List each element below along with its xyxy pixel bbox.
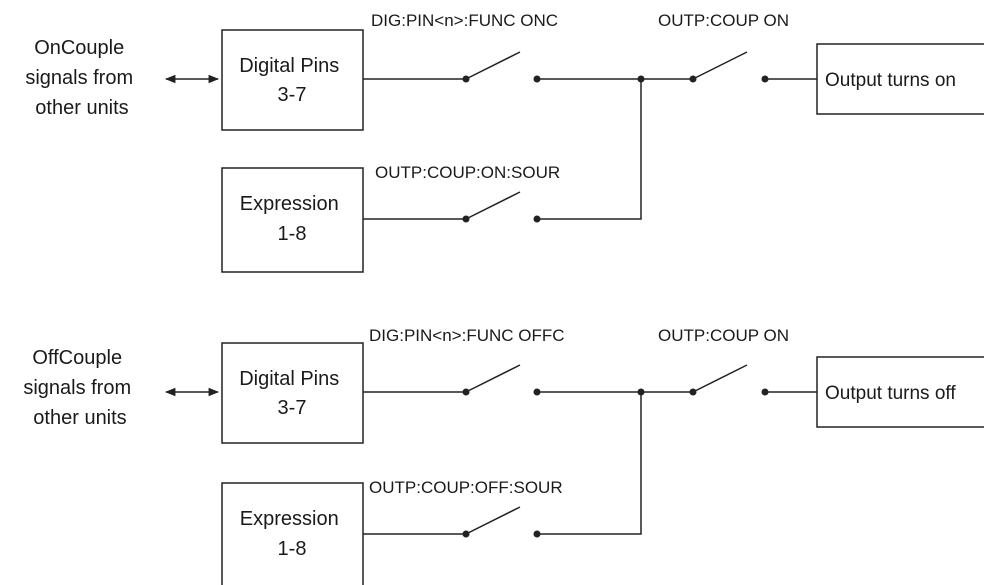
on-digital-pins-box [221, 29, 364, 131]
off-switch3-blade [465, 506, 521, 535]
off-expression-label: Expression 1-8 [240, 508, 345, 560]
off-switch1-label: DIG:PIN<n>:FUNC OFFC [369, 326, 565, 345]
off-switch3-label: OUTP:COUP:OFF:SOUR [369, 478, 563, 497]
on-source-label: OnCouple signals from other units [25, 37, 138, 119]
off-switch1-contact-a [462, 388, 470, 396]
on-output-label: Output turns on [825, 70, 956, 91]
off-source-label: OffCouple signals from other units [23, 347, 136, 429]
off-switch2-contact-a [689, 388, 697, 396]
on-switch2-blade [692, 51, 748, 80]
on-wire-expr-merge [537, 79, 642, 220]
off-digital-pins-box [221, 342, 364, 444]
off-switch3-contact-a [462, 530, 470, 538]
off-switch2-label: OUTP:COUP ON [658, 326, 789, 345]
off-section: OffCouple signals from other units Digit… [23, 326, 984, 585]
on-switch3-label: OUTP:COUP:ON:SOUR [375, 163, 560, 182]
on-output-box [816, 43, 984, 115]
on-switch1-contact-a [462, 75, 470, 83]
off-wire-expr-merge [537, 392, 642, 535]
on-switch1-label: DIG:PIN<n>:FUNC ONC [371, 11, 558, 30]
on-switch2-contact-a [689, 75, 697, 83]
on-switch2-label: OUTP:COUP ON [658, 11, 789, 30]
off-output-label: Output turns off [825, 383, 956, 404]
on-digital-pins-label: Digital Pins 3-7 [239, 55, 345, 106]
on-expression-box [221, 167, 364, 273]
off-output-box [816, 356, 984, 428]
off-switch2-blade [692, 364, 748, 393]
off-digital-pins-label: Digital Pins 3-7 [239, 368, 345, 419]
off-expression-box [221, 482, 364, 585]
on-section: OnCouple signals from other units Digita… [25, 11, 984, 273]
off-switch1-blade [465, 364, 521, 393]
on-expression-label: Expression 1-8 [240, 193, 345, 245]
on-switch3-blade [465, 191, 521, 220]
on-switch1-blade [465, 51, 521, 80]
on-switch3-contact-a [462, 215, 470, 223]
